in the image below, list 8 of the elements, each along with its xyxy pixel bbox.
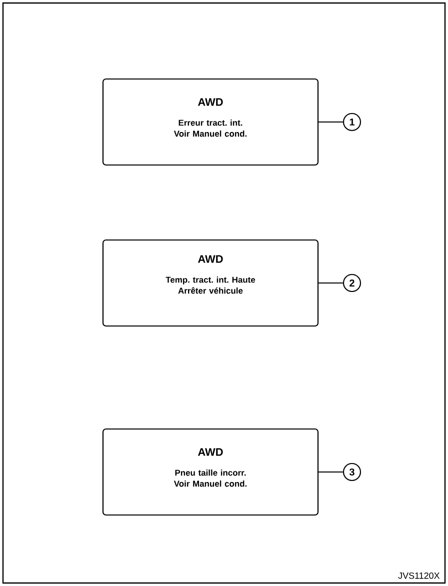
message-box: AWD Temp. tract. int. Haute Arrêter véhicule [102, 239, 319, 327]
callout-number: 1 [342, 112, 362, 132]
message-box: AWD Erreur tract. int. Voir Manuel cond. [102, 78, 319, 166]
figure-code: JVS1120X [398, 572, 440, 579]
callout-number: 2 [342, 274, 362, 292]
callout-number: 3 [342, 462, 362, 482]
message-box: AWD Pneu taille incorr. Voir Manuel cond. [102, 428, 319, 516]
leader-line [318, 282, 344, 284]
